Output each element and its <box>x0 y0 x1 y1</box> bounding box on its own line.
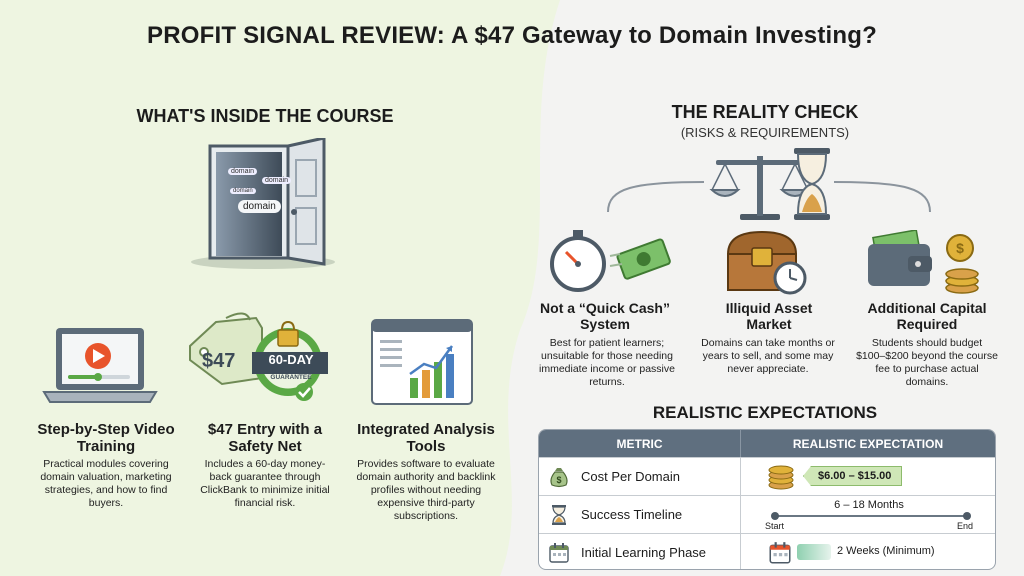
svg-text:$: $ <box>956 240 964 256</box>
price-tag-label: $47 <box>202 350 236 372</box>
calendar-icon <box>549 542 569 563</box>
risk-desc: Domains can take months or years to sell… <box>701 337 835 375</box>
risk-title: Additional Capital Required <box>867 300 987 332</box>
hourglass-icon <box>552 504 566 525</box>
timeline-bar <box>775 515 967 517</box>
door-icon <box>191 138 335 269</box>
risk-desc: Students should budget $100–$200 beyond … <box>856 337 998 388</box>
feature-desc: Provides software to evaluate domain aut… <box>356 458 496 522</box>
column-header: METRIC <box>539 430 741 457</box>
learning-phase-bar <box>797 544 831 560</box>
door-tag: domain <box>230 188 256 194</box>
money-bag-icon: $ <box>550 467 568 487</box>
door-tag: domain <box>238 200 281 213</box>
treasure-chest-icon <box>726 230 807 295</box>
page-title: PROFIT SIGNAL REVIEW: A $47 Gateway to D… <box>147 22 877 49</box>
table-row: Initial Learning Phase 2 Weeks (Minimum) <box>539 533 995 569</box>
door-tag: domain <box>262 177 291 184</box>
door-tag: domain <box>228 168 257 175</box>
calendar-icon <box>769 542 791 564</box>
wallet-coins-icon: $ <box>868 230 979 294</box>
timeline-start-dot <box>771 512 779 520</box>
feature-desc: Practical modules covering domain valuat… <box>40 458 172 509</box>
timeline-label: 6 – 18 Months <box>834 499 904 511</box>
feature-title: $47 Entry with a Safety Net <box>207 421 323 455</box>
risk-title: Not a “Quick Cash” System <box>540 300 670 332</box>
reality-heading: THE REALITY CHECK <box>671 102 859 122</box>
course-heading: WHAT'S INSIDE THE COURSE <box>136 106 394 126</box>
coins-icon <box>768 465 794 490</box>
metric-label: Cost Per Domain <box>581 469 680 484</box>
timeline-end-dot <box>963 512 971 520</box>
scale-hourglass-icon <box>607 148 931 220</box>
column-header: REALISTIC EXPECTATION <box>792 436 944 451</box>
price-tag-icon <box>189 312 328 401</box>
metric-label: Initial Learning Phase <box>581 545 707 560</box>
metric-label: Success Timeline <box>581 507 683 522</box>
expectations-table: METRIC REALISTIC EXPECTATION $ Cost Per … <box>538 429 996 570</box>
feature-title: Step-by-Step Video Training <box>37 421 175 455</box>
timeline-start-label: Start <box>765 521 785 531</box>
table-header: METRIC REALISTIC EXPECTATION <box>539 430 995 457</box>
svg-text:$: $ <box>556 475 561 485</box>
expectations-heading: REALISTIC EXPECTATIONS <box>652 403 878 422</box>
feature-desc: Includes a 60-day money-back guarantee t… <box>200 458 330 509</box>
table-row: $ Cost Per Domain $6.00 – $15.00 <box>539 457 995 495</box>
risk-desc: Best for patient learners; unsuitable fo… <box>539 337 675 388</box>
table-row: Success Timeline 6 – 18 Months Start End <box>539 495 995 533</box>
risk-title: Illiquid Asset Market <box>725 300 813 332</box>
feature-title: Integrated Analysis Tools <box>357 421 495 455</box>
laptop-video-icon <box>42 328 158 403</box>
cost-range-label: $6.00 – $15.00 <box>803 466 903 486</box>
timeline-end-label: End <box>957 521 974 531</box>
learning-phase-label: 2 Weeks (Minimum) <box>837 545 935 557</box>
stopwatch-cash-icon <box>550 230 671 292</box>
reality-subheading: (RISKS & REQUIREMENTS) <box>680 125 850 140</box>
analysis-chart-icon <box>371 319 473 405</box>
badge-main: 60-DAY <box>268 352 314 367</box>
badge-sub: GUARANTEE <box>270 374 312 381</box>
